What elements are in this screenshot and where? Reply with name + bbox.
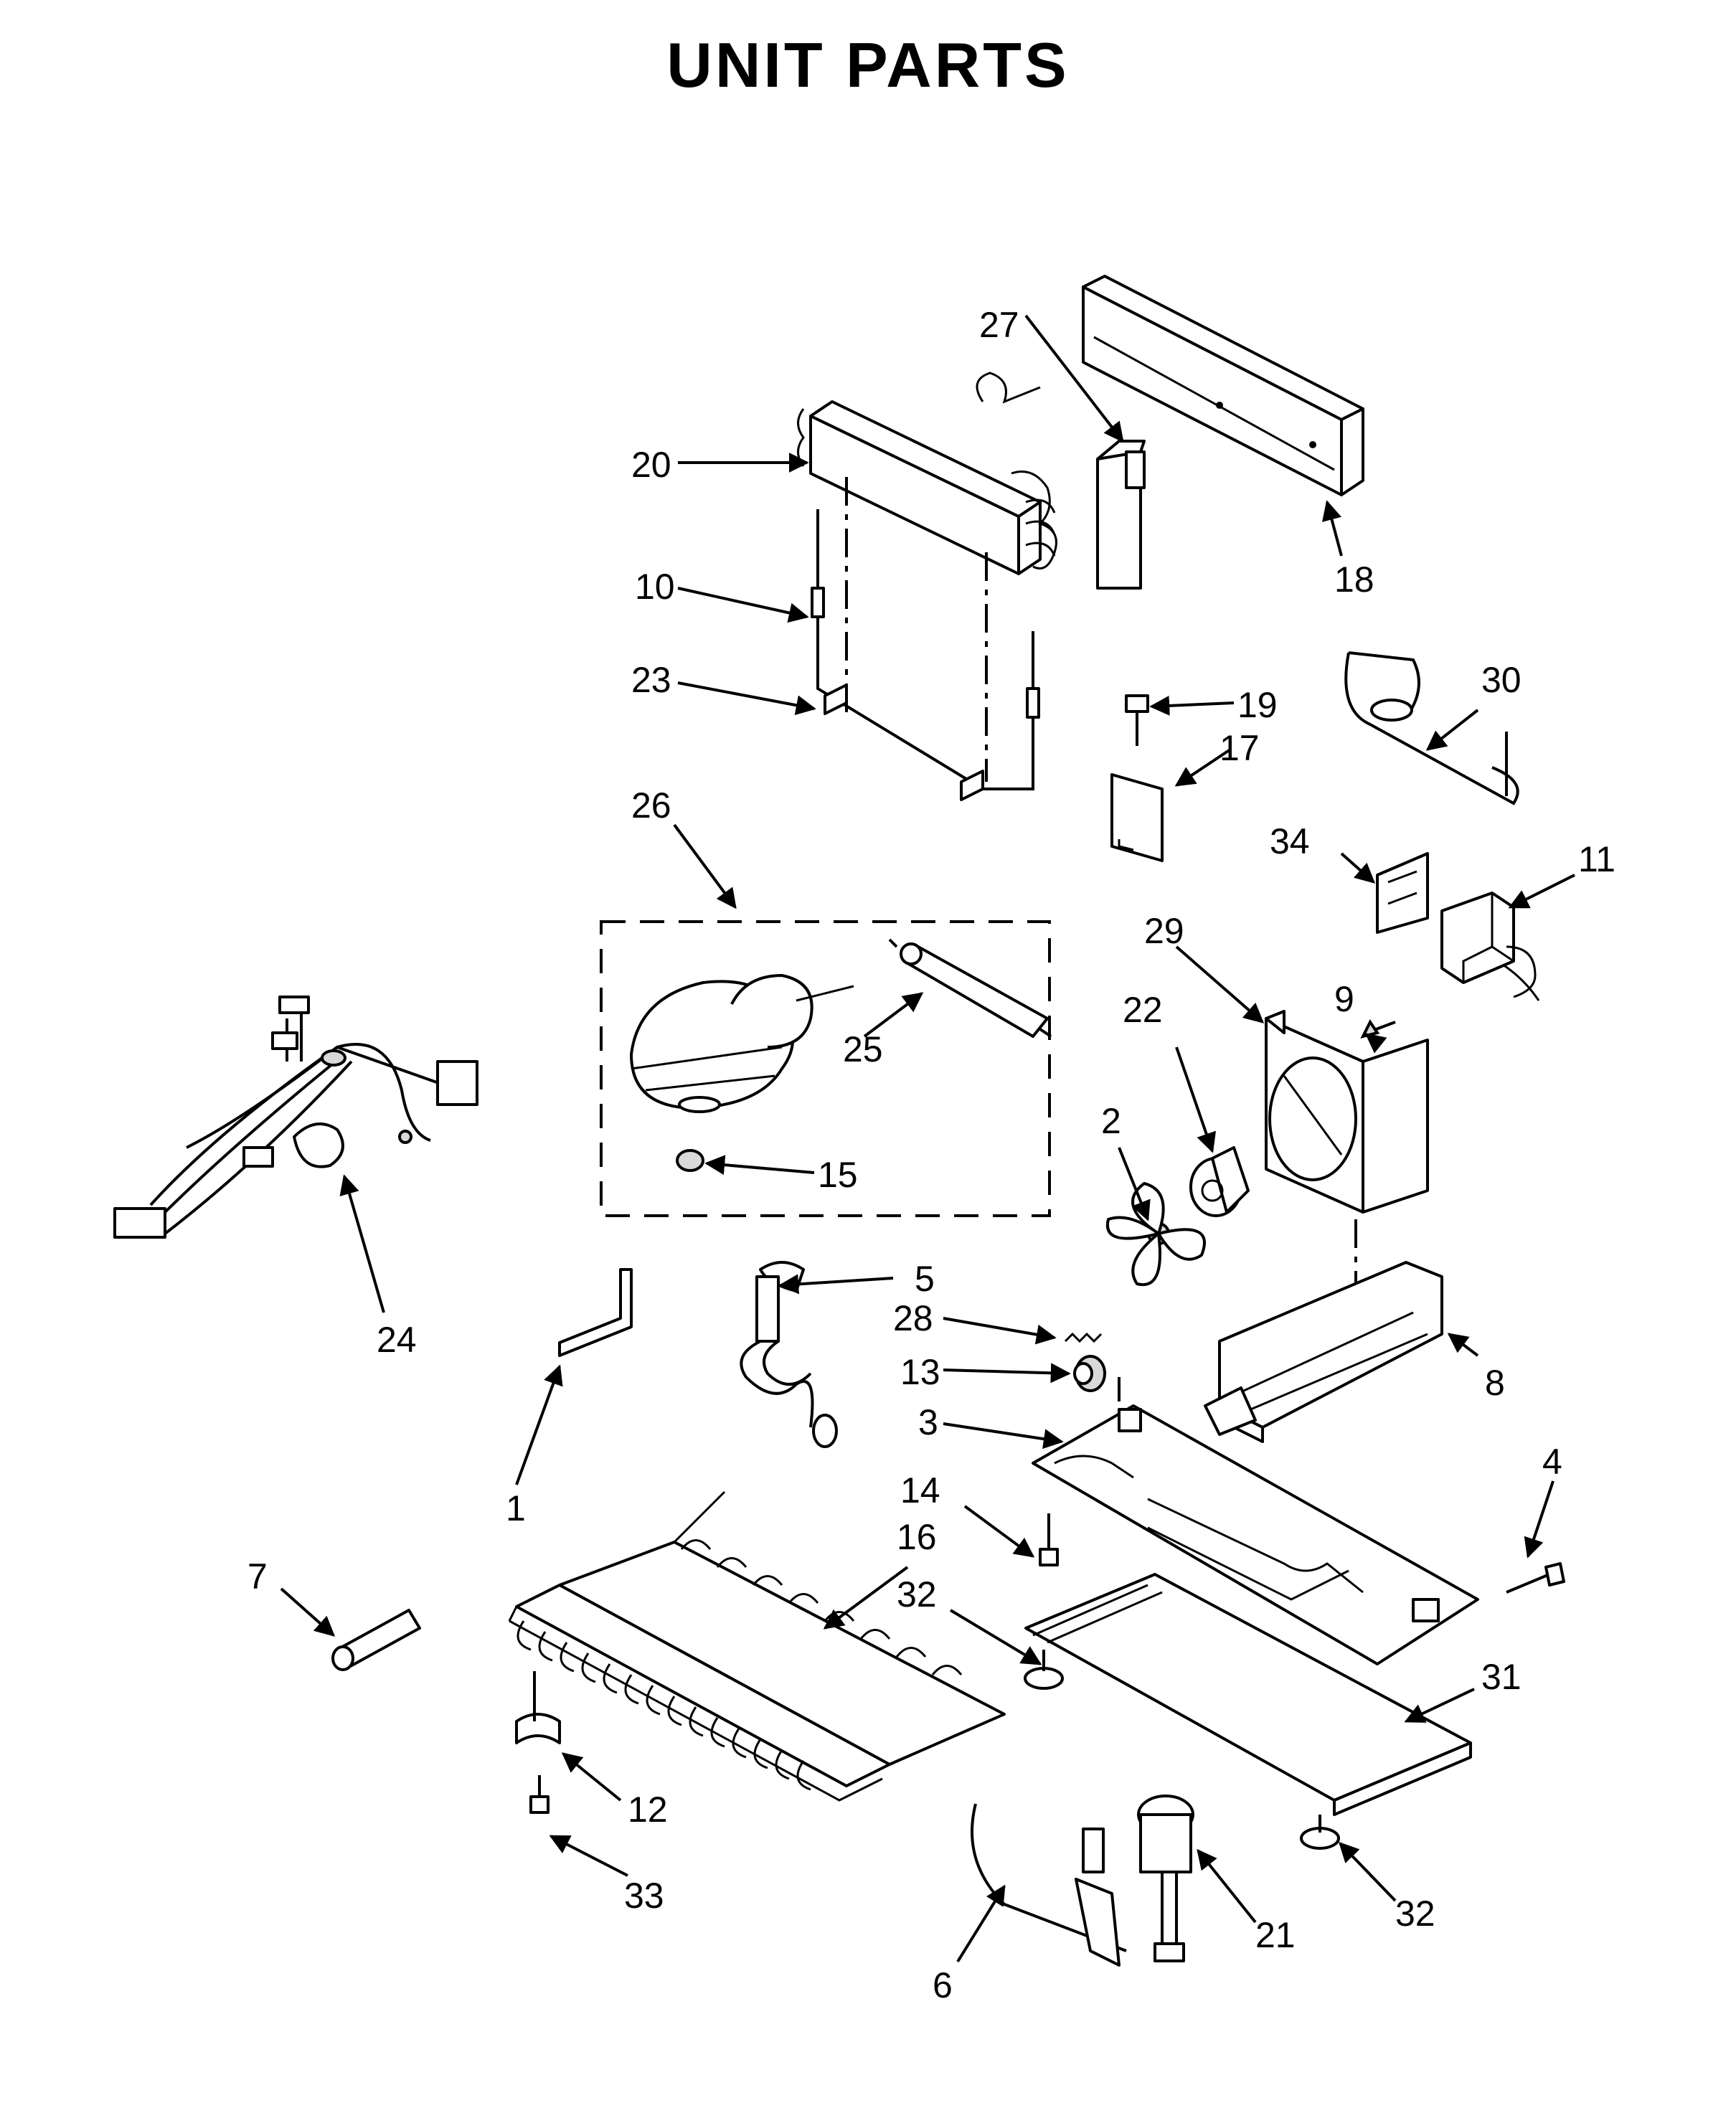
callout-10: 10 — [635, 567, 675, 607]
callout-20: 20 — [631, 445, 671, 485]
part-2-fan-blade — [1105, 1182, 1206, 1287]
callout-16: 16 — [897, 1517, 937, 1557]
callout-7: 7 — [247, 1556, 268, 1597]
callout-6: 6 — [933, 1965, 953, 2005]
callout-34: 34 — [1270, 821, 1310, 861]
part-25-dryer — [888, 938, 1052, 1038]
part-5-drain-tube — [740, 1261, 838, 1448]
callout-11: 11 — [1578, 839, 1615, 879]
page-title: UNIT PARTS — [666, 29, 1070, 100]
callout-2: 2 — [1101, 1101, 1121, 1141]
part-12-clip — [515, 1671, 561, 1744]
part-7-sleeve — [331, 1609, 421, 1671]
part-21-solenoid — [1137, 1795, 1194, 1962]
part-29-fan-shroud — [1265, 1010, 1429, 1214]
callout-5: 5 — [915, 1259, 935, 1299]
callout-12: 12 — [628, 1790, 668, 1830]
callout-32-lower: 32 — [1395, 1894, 1435, 1934]
part-3-base-plate — [1032, 1377, 1479, 1665]
part-14-screw — [1039, 1513, 1059, 1566]
part-6-sensor — [971, 1803, 1127, 1967]
part-32-foot-a — [1024, 1650, 1064, 1690]
callout-4: 4 — [1542, 1442, 1562, 1482]
part-18-cover-bracket — [1082, 275, 1364, 496]
part-13-grommet — [1073, 1355, 1106, 1392]
part-34-bracket — [1376, 852, 1429, 934]
part-28-spring — [1064, 1332, 1103, 1343]
part-15-grommet — [676, 1149, 704, 1172]
callout-8: 8 — [1485, 1363, 1505, 1403]
part-10-23-heater-wire — [811, 509, 1040, 801]
callout-1: 1 — [506, 1488, 526, 1528]
part-16-condenser — [508, 1490, 1006, 1802]
part-31-panel — [1024, 1573, 1472, 1816]
part-11-control-box — [1440, 892, 1540, 1001]
part-30-tubing — [1344, 651, 1519, 805]
callout-14: 14 — [900, 1470, 940, 1511]
part-19-screw — [1125, 694, 1149, 746]
callout-29: 29 — [1144, 911, 1184, 951]
callout-30: 30 — [1481, 660, 1522, 700]
part-33-screw — [529, 1775, 549, 1814]
part-24-wire-harness — [113, 996, 478, 1239]
callout-15: 15 — [818, 1155, 858, 1195]
callout-19: 19 — [1237, 685, 1278, 725]
callout-27: 27 — [979, 305, 1019, 345]
callout-24: 24 — [377, 1320, 417, 1360]
callout-33: 33 — [624, 1876, 664, 1916]
callout-18: 18 — [1334, 559, 1374, 600]
leader-lines — [280, 314, 1575, 1963]
callout-21: 21 — [1255, 1915, 1296, 1955]
callout-26: 26 — [631, 785, 671, 826]
callout-23: 23 — [631, 660, 671, 700]
part-4-screw — [1506, 1562, 1565, 1594]
callout-17: 17 — [1220, 728, 1260, 768]
part-22-fan-motor — [1189, 1146, 1250, 1217]
part-20-coil — [797, 372, 1057, 575]
callout-22: 22 — [1123, 990, 1163, 1030]
part-17-bracket — [1110, 773, 1164, 862]
callout-25: 25 — [843, 1029, 883, 1069]
callout-28: 28 — [893, 1298, 933, 1338]
callout-13: 13 — [900, 1352, 940, 1392]
callout-labels: 27 20 18 10 23 19 30 17 26 34 11 29 9 22… — [247, 305, 1615, 2005]
part-1-tube — [558, 1268, 633, 1357]
group-26-outline — [600, 920, 1051, 1217]
callout-32-upper: 32 — [897, 1574, 937, 1614]
part-32-foot-b — [1300, 1815, 1340, 1850]
part-27-foam-block — [1096, 440, 1146, 590]
compressor — [630, 974, 854, 1113]
callout-3: 3 — [918, 1402, 938, 1442]
callout-9: 9 — [1334, 979, 1354, 1019]
callout-31: 31 — [1481, 1657, 1522, 1697]
part-8-drain-pan — [1204, 1261, 1443, 1443]
